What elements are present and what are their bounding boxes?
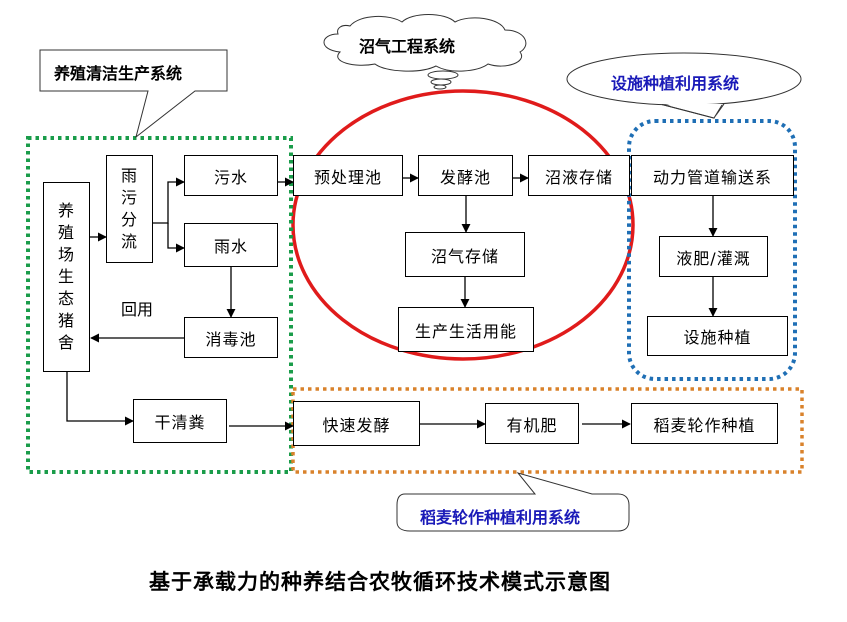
biogas-system-label: 沼气工程系统 — [359, 37, 456, 56]
diagram-title: 基于承载力的种养结合农牧循环技术模式示意图 — [149, 570, 611, 594]
arrow-split-to-rain — [167, 223, 185, 253]
liquid-fertilizer-node[interactable]: 液肥/灌溉 — [659, 236, 768, 277]
biogas-cloud-shape — [323, 14, 527, 90]
rotation-system-label: 稻麦轮作种植利用系统 — [420, 508, 581, 527]
energy-use-node[interactable]: 生产生活用能 — [398, 307, 534, 352]
pig-farm-char: 舍 — [57, 333, 75, 352]
sewage-node[interactable]: 污水 — [184, 155, 278, 196]
fermentation-pool-node[interactable]: 发酵池 — [418, 155, 513, 196]
rain-sewage-split-node[interactable]: 雨 污 分 流 — [106, 155, 153, 263]
dry-manure-node[interactable]: 干清粪 — [133, 399, 227, 443]
pig-farm-char: 殖 — [57, 223, 75, 242]
breeding-callout-shape — [39, 49, 228, 139]
pig-farm-char: 生 — [57, 267, 75, 286]
disinfection-pool-node[interactable]: 消毒池 — [184, 317, 278, 358]
rice-wheat-rotation-node[interactable]: 稻麦轮作种植 — [631, 403, 778, 444]
pig-farm-char: 态 — [57, 289, 75, 308]
connectors — [66, 173, 718, 431]
arrow-farm-to-dry-manure — [66, 372, 134, 426]
slurry-storage-node[interactable]: 沼液存储 — [528, 155, 630, 196]
fast-fermentation-node[interactable]: 快速发酵 — [293, 401, 420, 446]
reuse-label: 回用 — [121, 300, 154, 319]
breeding-system-label: 养殖清洁生产系统 — [54, 64, 183, 83]
facility-system-boundary — [627, 119, 797, 381]
pig-farm-char: 养 — [57, 201, 75, 220]
pipeline-node[interactable]: 动力管道输送系 — [631, 155, 794, 196]
facility-callout-shape — [566, 52, 802, 119]
biogas-storage-node[interactable]: 沼气存储 — [405, 232, 525, 277]
pig-farm-node[interactable]: 养 殖 场 生 态 猪 舍 — [43, 182, 90, 372]
breeding-system-boundary — [26, 136, 293, 474]
facility-planting-node[interactable]: 设施种植 — [647, 316, 788, 356]
split-char: 分 — [120, 210, 138, 229]
organic-fertilizer-node[interactable]: 有机肥 — [485, 403, 579, 444]
split-char: 污 — [120, 188, 138, 207]
pig-farm-char: 猪 — [57, 311, 75, 330]
split-char: 雨 — [120, 166, 138, 185]
split-char: 流 — [120, 232, 138, 251]
facility-system-label: 设施种植利用系统 — [611, 74, 740, 93]
pretreatment-pool-node[interactable]: 预处理池 — [293, 155, 403, 196]
rotation-callout-shape — [396, 472, 630, 532]
biogas-system-boundary — [291, 89, 635, 361]
pig-farm-char: 场 — [57, 245, 75, 264]
rainwater-node[interactable]: 雨水 — [184, 223, 278, 267]
arrow-split-to-sewage — [153, 177, 185, 224]
